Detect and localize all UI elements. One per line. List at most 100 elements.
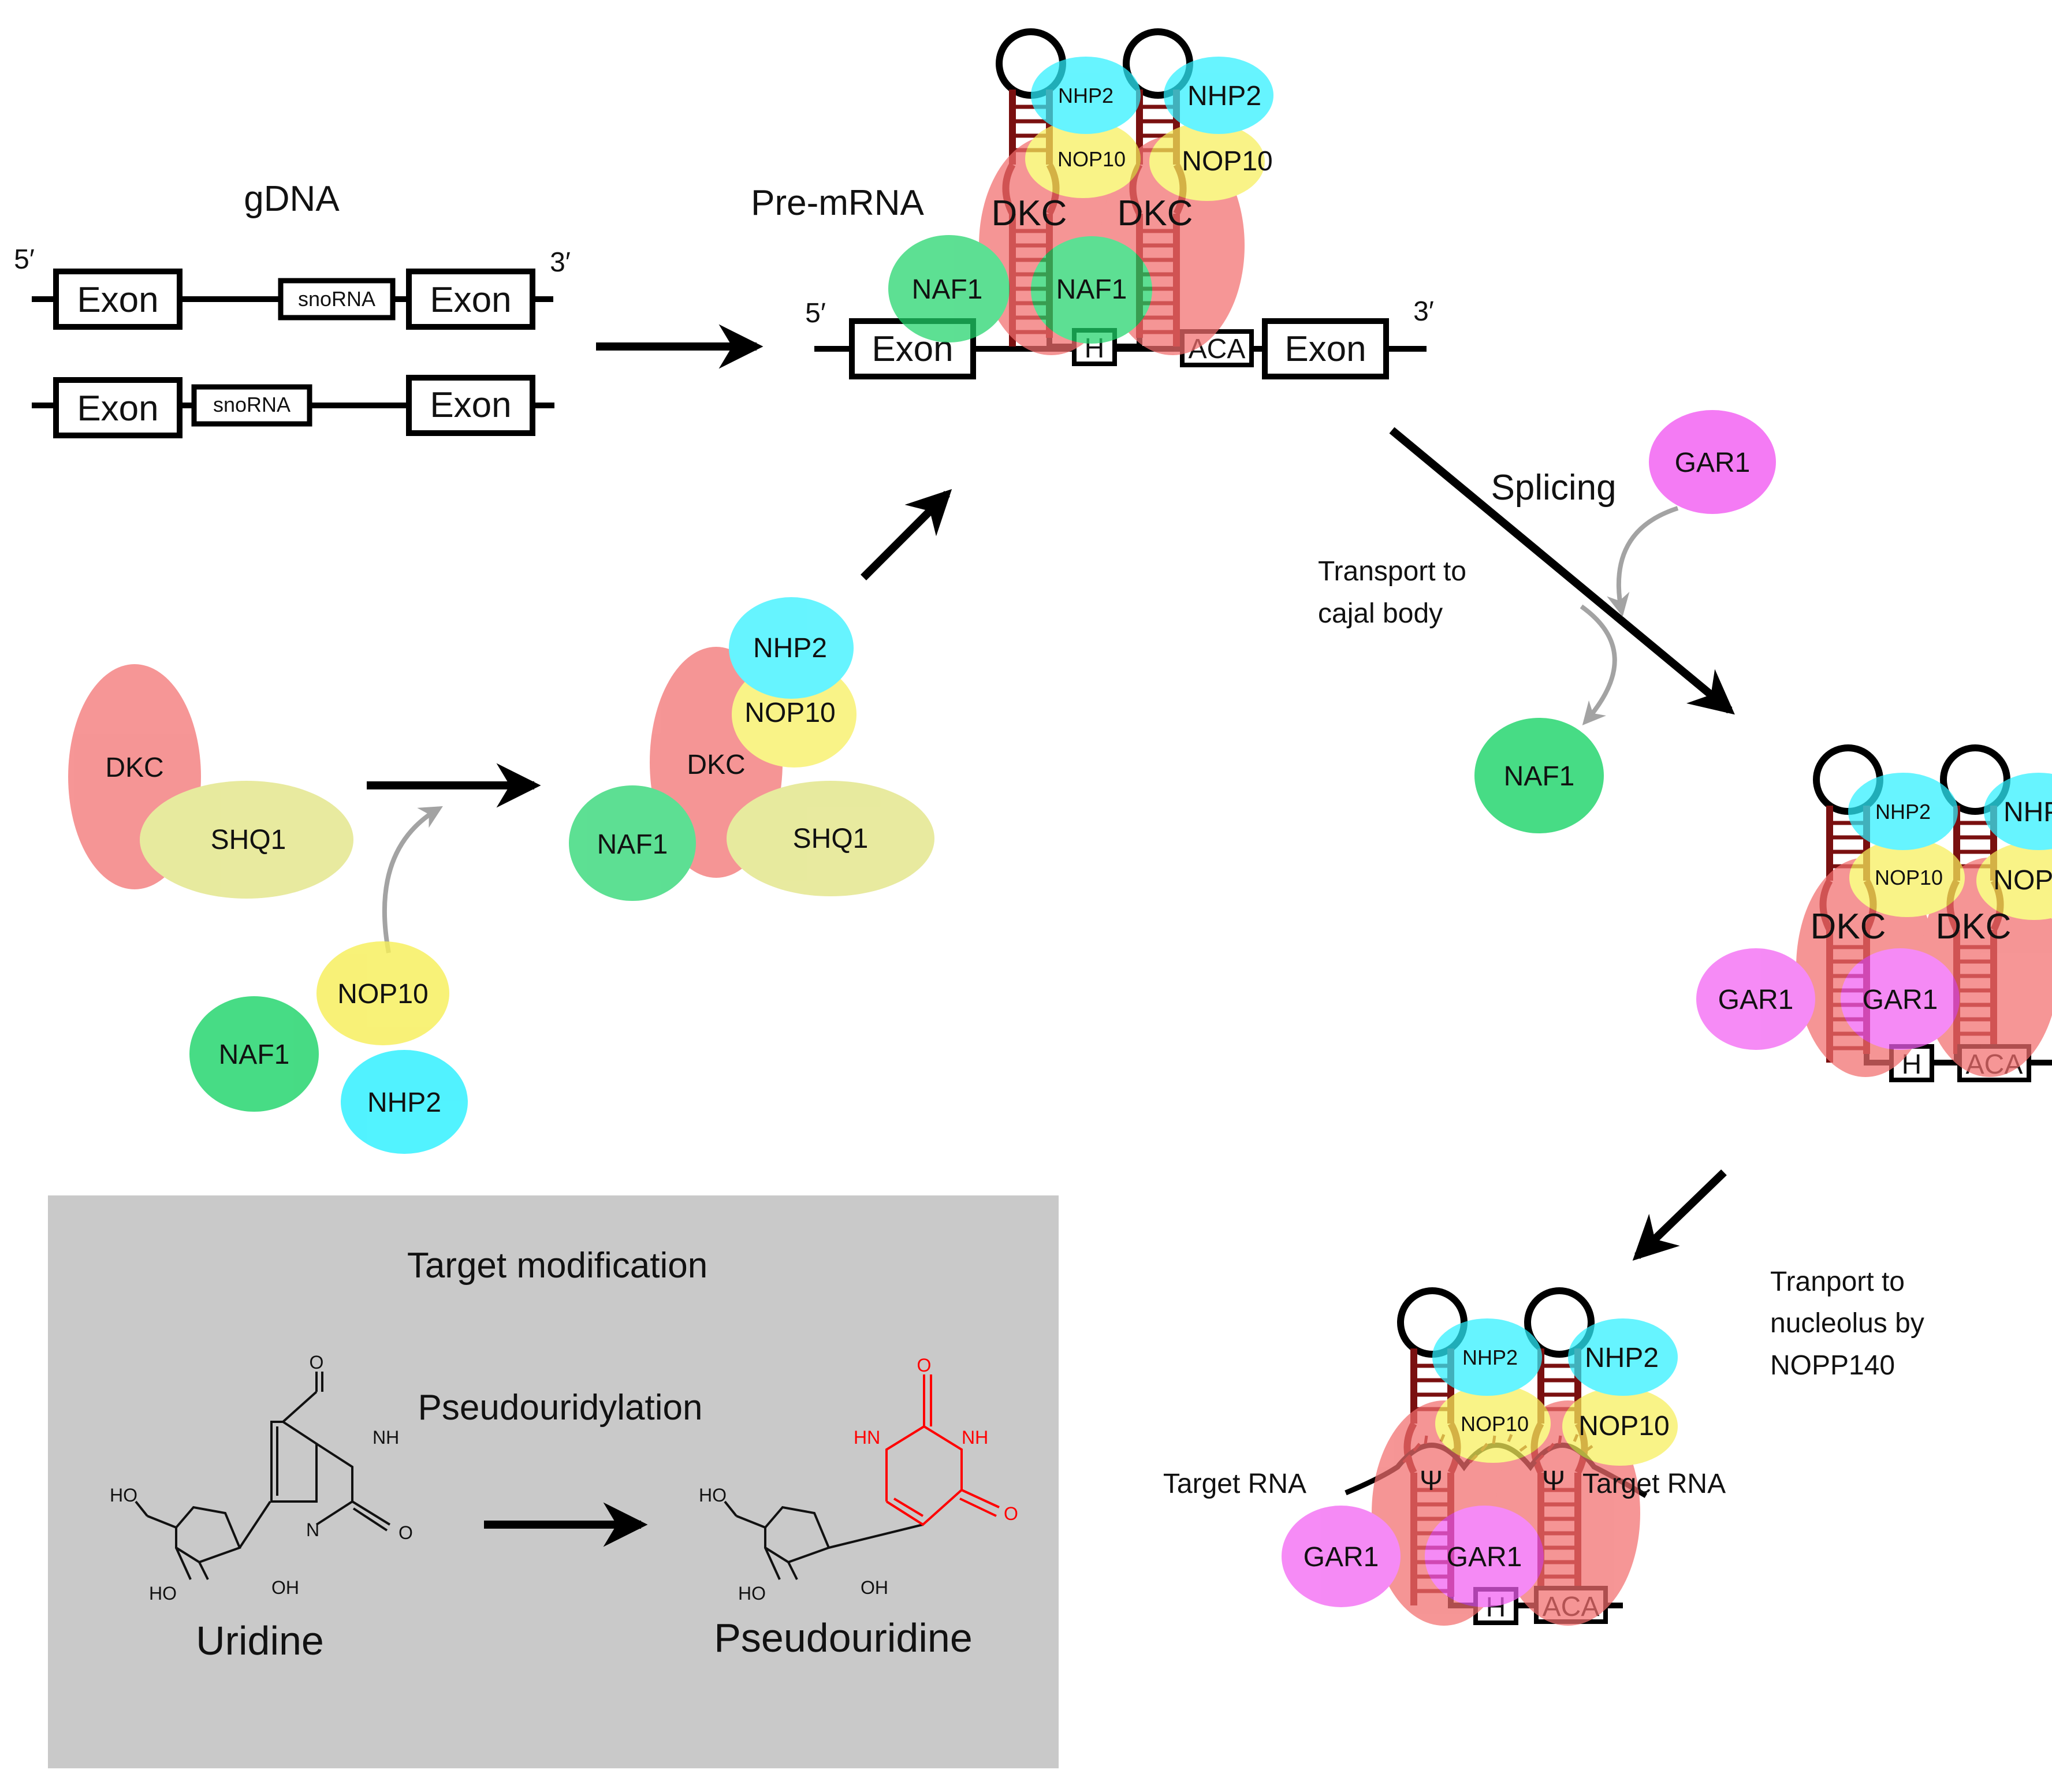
- chem-oh: OH: [861, 1577, 888, 1598]
- target-rna-label-right: Target RNA: [1582, 1469, 1726, 1499]
- naf1-label: NAF1: [219, 1040, 290, 1070]
- nhp2-label: NHP2: [2003, 797, 2052, 828]
- splicing-label: Splicing: [1491, 468, 1616, 508]
- gdna-three-prime: 3′: [550, 247, 571, 278]
- chem-n: N: [306, 1519, 319, 1540]
- exon-box: [53, 269, 183, 330]
- gar1-label: GAR1: [1304, 1542, 1379, 1573]
- chem-o: O: [310, 1352, 324, 1373]
- dkc-shq1-complex: DKC SHQ1: [68, 664, 353, 899]
- naf1-label: NAF1: [912, 274, 983, 305]
- premrna-section: Pre-mRNA 5′ 3′ Exon Exon H ACA: [751, 32, 1434, 379]
- chem-hn: HN: [854, 1427, 880, 1448]
- nop10-label: NOP10: [1578, 1411, 1669, 1441]
- panel-background: [48, 1195, 1059, 1768]
- chem-nh: NH: [373, 1427, 399, 1448]
- transport-nucleolus-line1: Tranport to: [1770, 1266, 1905, 1297]
- nop10-label: NOP10: [1057, 147, 1126, 171]
- gdna-section: gDNA 5′ 3′ Exon snoRNA Exon Exon snoRNA …: [14, 179, 571, 438]
- assembled-complex: NHP2 NOP10 DKC SHQ1 NAF1: [569, 597, 934, 901]
- gdna-title: gDNA: [244, 179, 340, 219]
- nop10-label: NOP10: [1182, 146, 1272, 177]
- gar1-label: GAR1: [1675, 448, 1751, 478]
- chem-o: O: [917, 1355, 932, 1376]
- reaction-label: Pseudouridylation: [418, 1388, 703, 1428]
- nhp2-label: NHP2: [367, 1087, 441, 1118]
- uridine-label: Uridine: [196, 1618, 324, 1663]
- uridine-structure: [135, 1372, 391, 1580]
- target-modification-panel: Target modification Pseudouridylation Ur…: [48, 1195, 1059, 1768]
- dkc-label: DKC: [1936, 907, 2012, 947]
- chem-oh: OH: [271, 1577, 299, 1598]
- transport-nucleolus-line3: NOPP140: [1770, 1350, 1895, 1381]
- premrna-title: Pre-mRNA: [751, 183, 924, 223]
- premrna-snornp: H ACA NHP2 NHP2 NOP10 NOP10 DKC DKC NAF1…: [888, 32, 1273, 367]
- chem-o: O: [399, 1522, 413, 1543]
- transport-cajal-label-line2: cajal body: [1318, 598, 1443, 629]
- chem-ho: HO: [110, 1485, 137, 1506]
- psi-label: Ψ: [1542, 1466, 1565, 1496]
- exon-box: [53, 377, 183, 438]
- naf1-released: [1474, 718, 1604, 833]
- exon-box: [406, 269, 535, 330]
- arrow-splicing: [1389, 427, 1735, 715]
- transport-nucleolus-line2: nucleolus by: [1770, 1308, 1924, 1339]
- gar1-label: GAR1: [1447, 1542, 1522, 1573]
- nhp2-label: NHP2: [1058, 84, 1113, 107]
- arrow-to-nucleolus: [1632, 1169, 1727, 1261]
- arrow-assembly-to-premrna: [861, 489, 952, 580]
- dkc-label: DKC: [1118, 193, 1193, 233]
- nop10-label: NOP10: [337, 979, 428, 1009]
- nop10-label: NOP10: [744, 698, 835, 728]
- snorna-box: [278, 278, 396, 321]
- pseudouridine-label: Pseudouridine: [714, 1615, 973, 1660]
- naf1-label: NAF1: [1504, 761, 1575, 792]
- shq1-label: SHQ1: [211, 825, 286, 855]
- nhp2-label: NHP2: [753, 633, 827, 664]
- psi-label: Ψ: [1420, 1466, 1443, 1496]
- nhp2-label: NHP2: [1462, 1346, 1518, 1369]
- pseudouridine-structure: [724, 1374, 1000, 1580]
- exon-label: Exon: [1284, 329, 1366, 369]
- gdna-strand-1: Exon snoRNA Exon: [32, 269, 553, 330]
- exon-box: [1262, 318, 1389, 379]
- snorna-box: [191, 384, 312, 427]
- free-proteins: NOP10 NAF1 NHP2: [189, 941, 468, 1154]
- snorna-label: snoRNA: [298, 287, 375, 311]
- gdna-five-prime: 5′: [14, 244, 35, 275]
- snorna-label: snoRNA: [213, 393, 291, 416]
- chem-o: O: [1004, 1503, 1018, 1524]
- exon-label: Exon: [430, 385, 511, 425]
- gar1-label: GAR1: [1718, 985, 1794, 1015]
- exon-label: Exon: [430, 280, 511, 320]
- naf1-label: NAF1: [597, 829, 668, 860]
- exon-box: [406, 375, 535, 436]
- nop10-label: NOP10: [1461, 1412, 1529, 1436]
- nop10-label: NOP10: [1993, 865, 2052, 896]
- dkc-label: DKC: [1811, 907, 1886, 947]
- nhp2-label: NHP2: [1187, 81, 1261, 111]
- dkc-label: DKC: [992, 193, 1067, 233]
- gdna-strand-2: Exon snoRNA Exon: [32, 375, 554, 438]
- nhp2-label: NHP2: [1875, 800, 1931, 824]
- gray-arrow-naf1-out: [1580, 604, 1617, 726]
- transport-cajal-label-line1: Transport to: [1318, 556, 1466, 587]
- naf1-label: NAF1: [1056, 274, 1127, 305]
- gray-arrow-gar1-in: [1607, 506, 1679, 617]
- chem-ho: HO: [738, 1583, 766, 1604]
- chem-ho: HO: [149, 1583, 177, 1604]
- gar1-label: GAR1: [1863, 985, 1938, 1015]
- nhp2-label: NHP2: [1585, 1343, 1659, 1373]
- dkc-label: DKC: [687, 750, 745, 780]
- exon-label: Exon: [77, 280, 158, 320]
- chem-ho: HO: [699, 1485, 727, 1506]
- gar1-free: [1649, 410, 1776, 514]
- chem-nh: NH: [962, 1427, 988, 1448]
- panel-title: Target modification: [407, 1246, 707, 1286]
- cajal-snornp: H ACA NHP2 NHP2 NOP10 NOP10 DKC DKC GAR1…: [1696, 748, 2052, 1082]
- dkc-label: DKC: [105, 752, 163, 783]
- exon-label: Exon: [77, 389, 158, 429]
- gray-arrow-recruit: [382, 806, 443, 953]
- shq1-label: SHQ1: [793, 824, 869, 854]
